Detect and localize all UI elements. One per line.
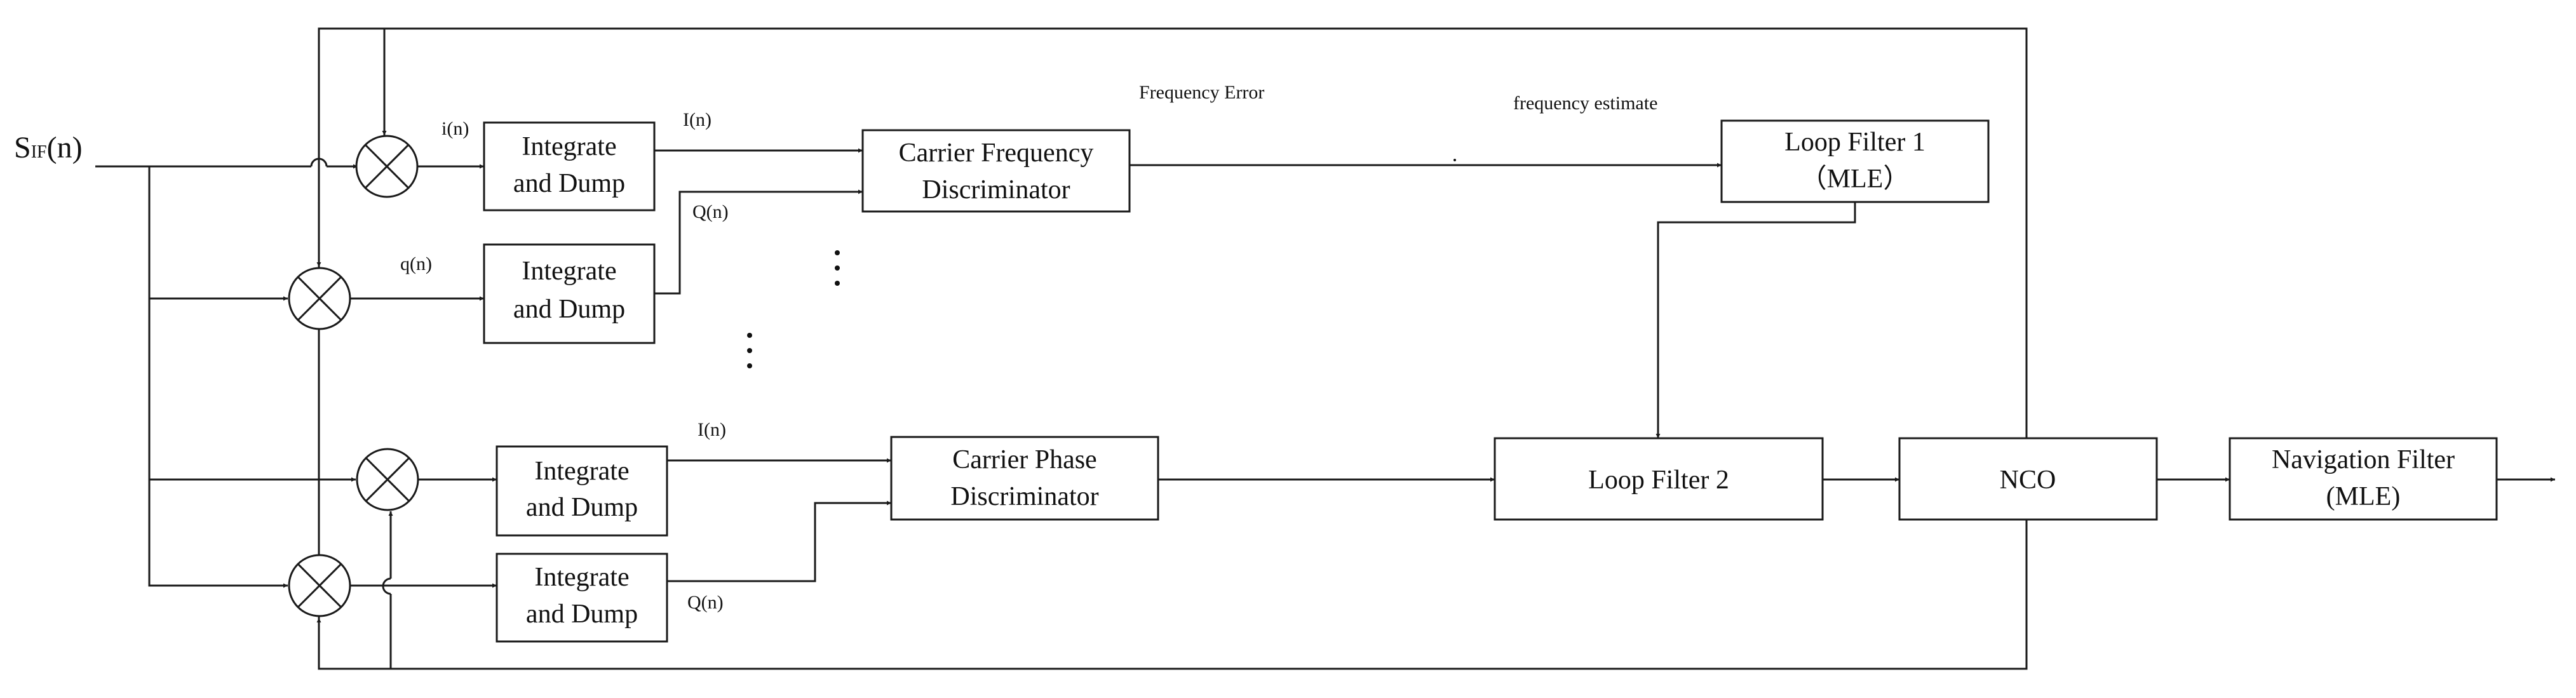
cfd-line1: Carrier Frequency bbox=[899, 138, 1094, 168]
loop-filter-1: Loop Filter 1 （MLE） bbox=[1720, 119, 1990, 203]
loop-filter-2: Loop Filter 2 bbox=[1494, 437, 1824, 521]
lf1-to-lf2-wire bbox=[1656, 202, 1856, 438]
navigation-filter: Navigation Filter (MLE) bbox=[2229, 437, 2498, 521]
feedback-frame bbox=[318, 27, 2028, 670]
nco-label: NCO bbox=[2000, 466, 2056, 495]
mixer-4 bbox=[288, 554, 351, 617]
input-signal-subscript: IF bbox=[31, 142, 47, 162]
carrier-frequency-discriminator: Carrier Frequency Discriminator bbox=[861, 129, 1131, 213]
integrate-dump-2-line2: and Dump bbox=[513, 295, 625, 324]
input-bus bbox=[95, 158, 358, 588]
nav-line2: (MLE) bbox=[2326, 482, 2401, 511]
lf2-label: Loop Filter 2 bbox=[1588, 466, 1729, 495]
signal-label-Q-lower: Q(n) bbox=[687, 592, 724, 613]
input-signal-label: SIF(n) bbox=[14, 131, 83, 164]
integrate-dump-block-1: Integrate and Dump bbox=[483, 121, 656, 211]
input-signal-arg: (n) bbox=[47, 131, 83, 164]
signal-label-Q-upper: Q(n) bbox=[692, 201, 729, 222]
integrate-dump-block-3: Integrate and Dump bbox=[496, 445, 668, 537]
mixer-1 bbox=[355, 135, 419, 198]
lf1-line2: （MLE） bbox=[1800, 164, 1910, 194]
integrate-dump-3-line2: and Dump bbox=[526, 493, 638, 522]
input-signal-main: S bbox=[14, 131, 31, 164]
ellipsis-icon bbox=[747, 333, 752, 368]
stray-dot bbox=[1453, 159, 1456, 161]
discriminator-input-wires bbox=[654, 148, 891, 582]
cfd-line2: Discriminator bbox=[922, 175, 1070, 205]
carrier-phase-discriminator: Carrier Phase Discriminator bbox=[890, 436, 1159, 521]
integrate-dump-block-4: Integrate and Dump bbox=[496, 553, 668, 643]
integrate-dump-1-line1: Integrate bbox=[522, 132, 616, 161]
nco-block: NCO bbox=[1898, 437, 2158, 521]
frequency-estimate-label: frequency estimate bbox=[1513, 93, 1657, 114]
mixer-2 bbox=[288, 267, 351, 330]
nav-line1: Navigation Filter bbox=[2272, 445, 2455, 474]
signal-label-I-upper: I(n) bbox=[683, 109, 711, 130]
lf1-line1: Loop Filter 1 bbox=[1784, 128, 1925, 157]
cpd-line1: Carrier Phase bbox=[952, 445, 1096, 474]
signal-label-q: q(n) bbox=[400, 253, 432, 274]
integrate-dump-2-line1: Integrate bbox=[522, 257, 616, 286]
frequency-error-label: Frequency Error bbox=[1139, 82, 1264, 103]
mixer-3 bbox=[356, 448, 419, 511]
mixer-output-wires bbox=[350, 164, 497, 588]
integrate-dump-1-line2: and Dump bbox=[513, 169, 625, 198]
signal-label-I-lower: I(n) bbox=[698, 419, 726, 440]
signal-label-i: i(n) bbox=[442, 118, 469, 139]
integrate-dump-3-line1: Integrate bbox=[534, 457, 629, 486]
ellipsis-icon bbox=[835, 250, 840, 286]
integrate-dump-4-line2: and Dump bbox=[526, 600, 638, 629]
cpd-line2: Discriminator bbox=[950, 482, 1098, 511]
integrate-dump-block-2: Integrate and Dump bbox=[483, 243, 656, 344]
integrate-dump-4-line1: Integrate bbox=[534, 563, 629, 592]
